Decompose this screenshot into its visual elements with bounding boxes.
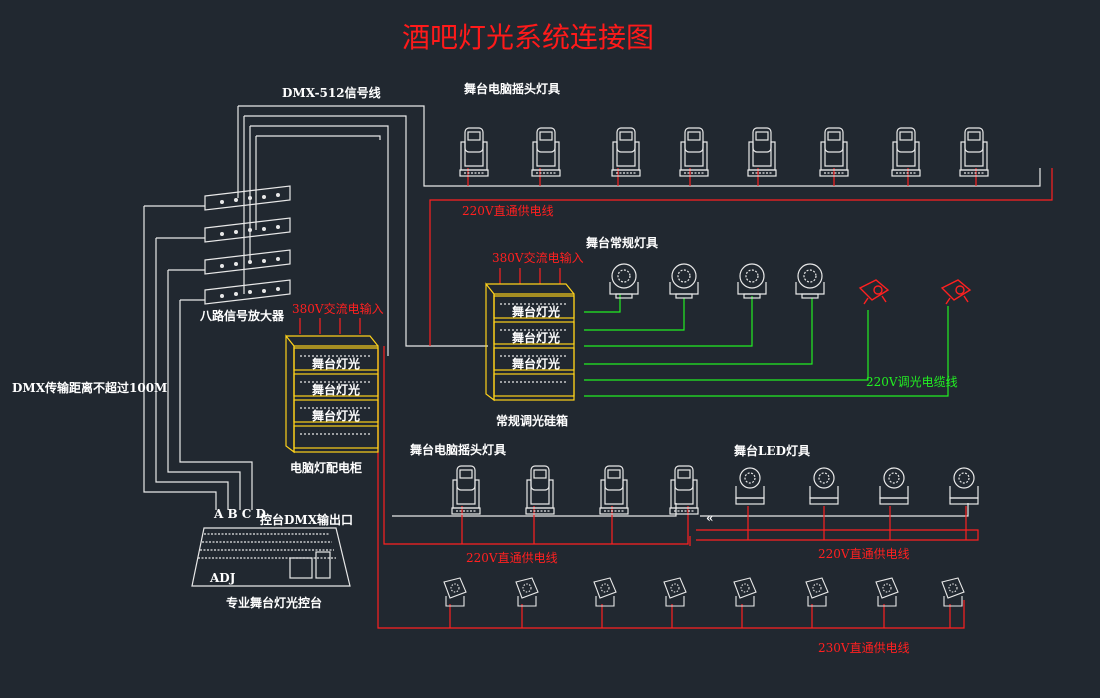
- moving-head-fixture: [959, 127, 989, 177]
- console-output-label: 控台DMX输出口: [260, 512, 353, 527]
- moving-head-fixture: [459, 127, 489, 177]
- dimmer-cable-lines: [584, 294, 949, 397]
- flow-arrow-icon: «: [706, 511, 714, 525]
- small-moving-head-fixture: [805, 577, 829, 607]
- laser-fixture: [940, 279, 972, 305]
- console-brand: ADJ: [209, 571, 236, 585]
- dimmer-cabinet-label: 常规调光硅箱: [496, 413, 568, 428]
- cabinet-text: 舞台灯光: [311, 382, 360, 397]
- dmx-line-label: DMX-512信号线: [282, 85, 381, 100]
- amplifier-unit: [204, 217, 291, 243]
- amplifier-unit: [204, 279, 291, 305]
- par-fixture: [795, 263, 825, 299]
- cabinet-text: 舞台灯光: [511, 304, 560, 319]
- moving-head-fixture: [451, 465, 481, 515]
- moving-head-fixture: [679, 127, 709, 177]
- dmx-distance-label: DMX传输距离不超过100M: [12, 380, 167, 395]
- amplifier-unit: [204, 185, 291, 211]
- par-fixture: [609, 263, 639, 299]
- moving-head-fixture: [819, 127, 849, 177]
- small-moving-head-fixture: [515, 577, 539, 607]
- small-moving-head-fixture: [941, 577, 965, 607]
- moving-head-fixture: [891, 127, 921, 177]
- cabinet-text: 舞台灯光: [311, 356, 360, 371]
- par-lights-label: 舞台常规灯具: [585, 235, 658, 250]
- lighting-console: ADJ A B C D: [191, 507, 351, 587]
- led-fixture: [879, 467, 909, 505]
- power-230-bottom-label: 230V直通供电线: [818, 641, 910, 655]
- dimmer-cabinet: [485, 282, 575, 402]
- laser-fixture: [858, 279, 890, 305]
- port-letters: A B C D: [213, 507, 266, 521]
- amplifier-unit: [204, 249, 291, 275]
- power-220-mid-right-label: 220V直通供电线: [818, 547, 910, 561]
- moving-head-fixture: [747, 127, 777, 177]
- par-fixture: [737, 263, 767, 299]
- fixtures-layer: [443, 127, 989, 607]
- power-lines: [299, 168, 1053, 629]
- small-moving-head-fixture: [593, 577, 617, 607]
- cabinet-text: 舞台灯光: [511, 356, 560, 371]
- amplifier-label: 八路信号放大器: [199, 308, 285, 323]
- dmx-signal-lines: [143, 105, 1041, 517]
- moving-head-top-label: 舞台电脑摇头灯具: [463, 81, 560, 96]
- dimmer-cable-label: 220V调光电缆线: [866, 375, 958, 389]
- cabinet-text: 舞台灯光: [511, 330, 560, 345]
- par-fixture: [669, 263, 699, 299]
- small-moving-head-fixture: [663, 577, 687, 607]
- small-moving-head-fixture: [443, 577, 467, 607]
- cabinet-text: 舞台灯光: [311, 408, 360, 423]
- small-moving-head-fixture: [875, 577, 899, 607]
- moving-head-fixture: [531, 127, 561, 177]
- small-moving-head-fixture: [733, 577, 757, 607]
- led-fixture: [949, 467, 979, 505]
- moving-head-mid-label: 舞台电脑摇头灯具: [409, 442, 506, 457]
- power-cabinet-label: 电脑灯配电柜: [290, 460, 362, 475]
- moving-head-fixture: [669, 465, 699, 515]
- console-label: 专业舞台灯光控台: [226, 595, 322, 610]
- moving-head-fixture: [525, 465, 555, 515]
- led-fixture: [735, 467, 765, 505]
- power-220-mid-left-label: 220V直通供电线: [466, 551, 558, 565]
- power-220-top-label: 220V直通供电线: [462, 204, 554, 218]
- input-380-left-label: 380V交流电输入: [292, 301, 384, 316]
- signal-amplifiers: [204, 185, 291, 305]
- diagram-title: 酒吧灯光系统连接图: [402, 21, 654, 54]
- moving-head-fixture: [599, 465, 629, 515]
- power-cabinet: [285, 334, 379, 454]
- moving-head-fixture: [611, 127, 641, 177]
- led-fixture: [809, 467, 839, 505]
- led-lights-label: 舞台LED灯具: [733, 443, 810, 458]
- input-380-right-label: 380V交流电输入: [492, 250, 584, 265]
